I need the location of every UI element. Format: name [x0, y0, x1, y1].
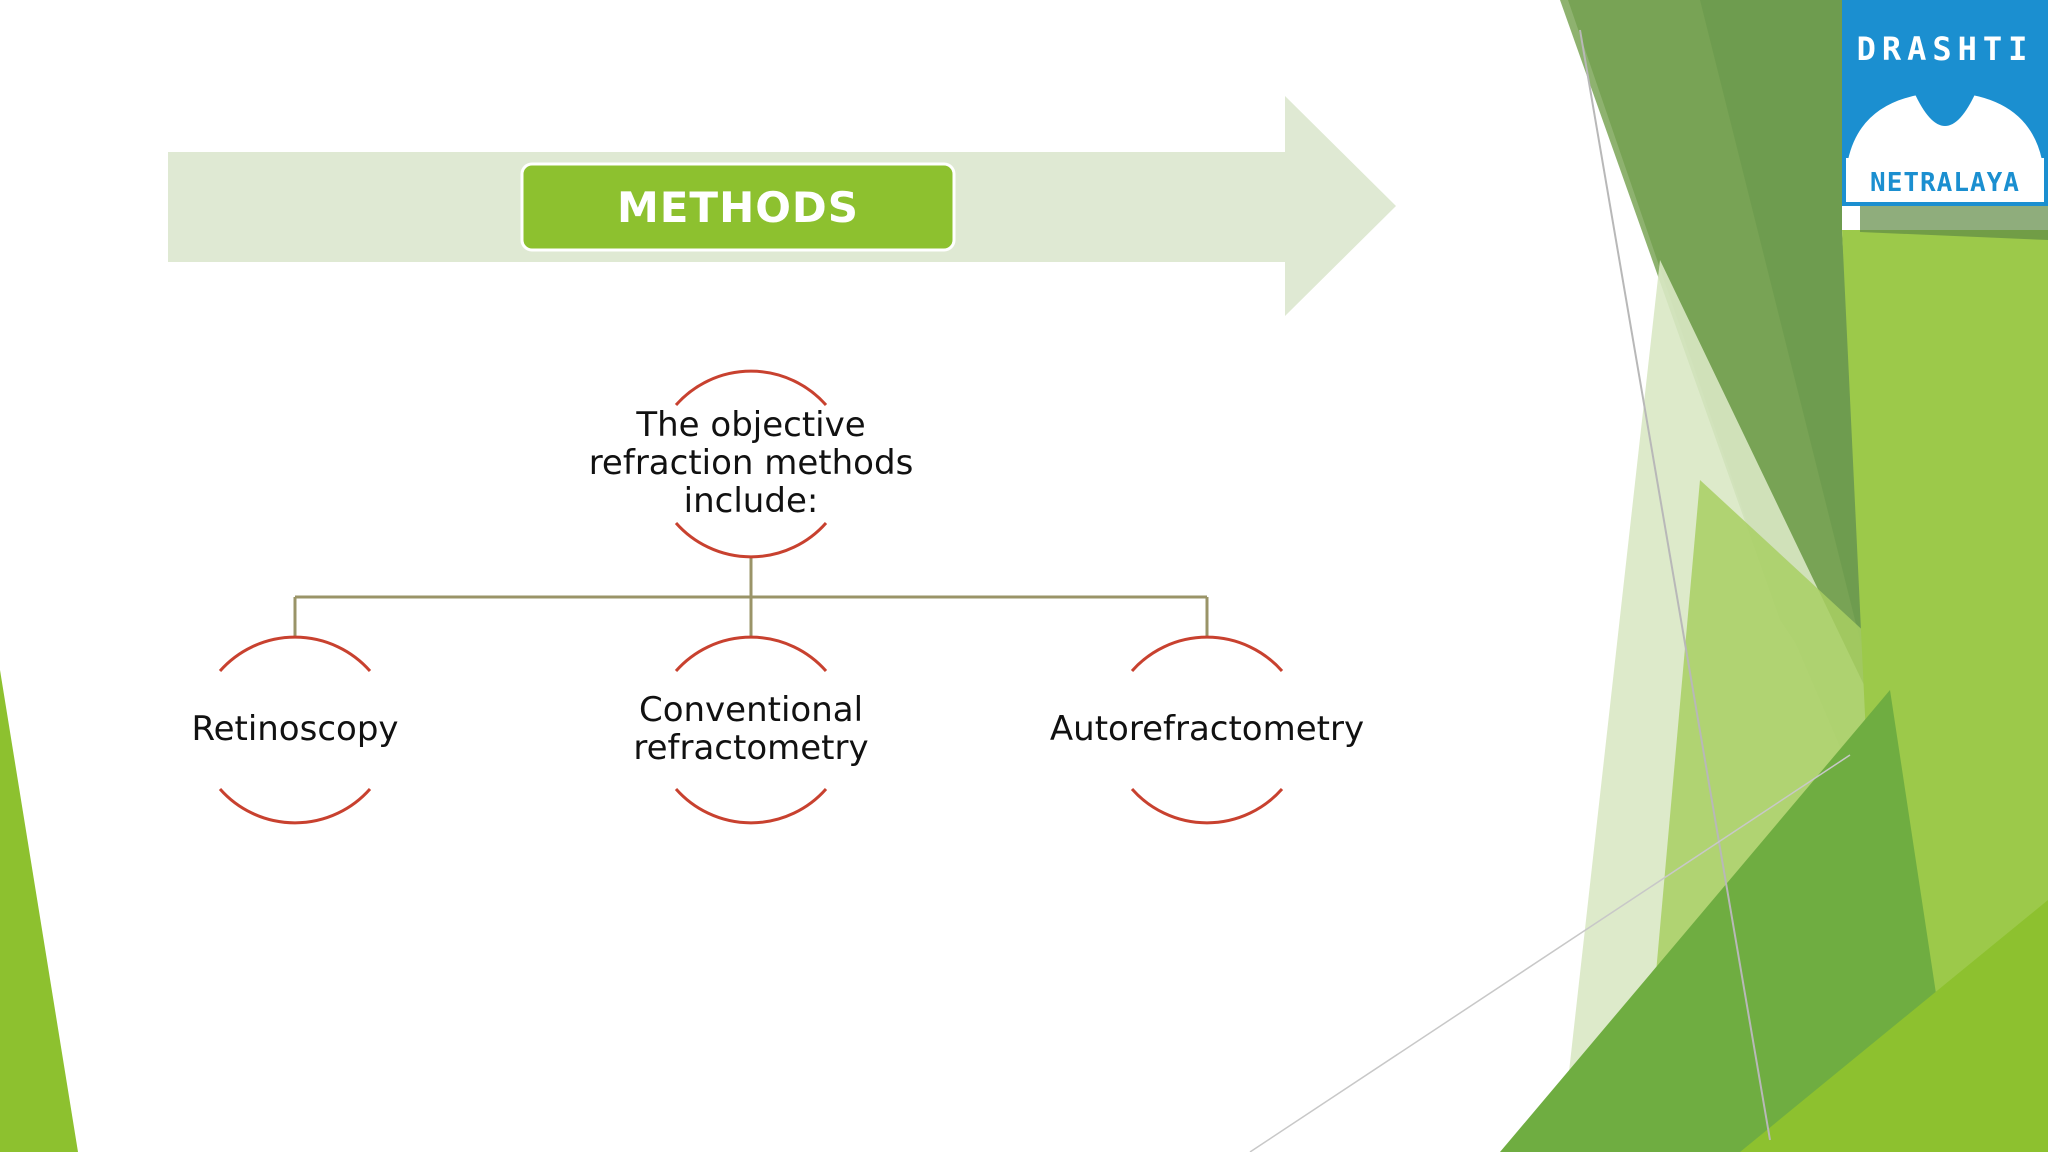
- title-label: METHODS: [616, 182, 860, 232]
- logo-top-text: DRASHTI: [1856, 30, 2034, 68]
- logo-graphic: [1842, 0, 2048, 206]
- right-facet-bottom: [1500, 690, 1960, 1152]
- autorefractometry-node-arc-bottom: [1130, 788, 1284, 825]
- right-facet-top-strip: [1860, 206, 2048, 240]
- left-green-sliver: [0, 670, 78, 1152]
- retinoscopy-node-arc-bottom: [218, 788, 372, 825]
- connectors: [293, 558, 1209, 636]
- right-facet-corner: [1740, 900, 2048, 1152]
- retinoscopy-node-arc-top: [218, 635, 372, 672]
- conventional-node-arc-bottom: [674, 788, 828, 825]
- root-node-arc-top: [674, 369, 828, 406]
- decor-line-2: [1249, 754, 1851, 1153]
- drashti-netralaya-logo: DRASHTI NETRALAYA: [1842, 0, 2048, 206]
- logo-drop-icon: [1914, 92, 1976, 126]
- retinoscopy-node-text: Retinoscopy: [191, 709, 399, 749]
- autorefractometry-node-text: Autorefractometry: [1049, 709, 1365, 749]
- autorefractometry-node-arc-top: [1130, 635, 1284, 672]
- conventional-node-text: Conventional refractometry: [633, 690, 869, 768]
- root-node-arc-bottom: [674, 522, 828, 559]
- logo-bottom-text: NETRALAYA: [1870, 168, 2020, 198]
- conventional-node-arc-top: [674, 635, 828, 672]
- title-box: [520, 162, 956, 252]
- decor-line-1: [1579, 29, 1771, 1141]
- root-node-text: The objective refraction methods include…: [588, 405, 914, 521]
- node-arcs: [218, 369, 1284, 825]
- right-facet-bright: [1842, 230, 2048, 1152]
